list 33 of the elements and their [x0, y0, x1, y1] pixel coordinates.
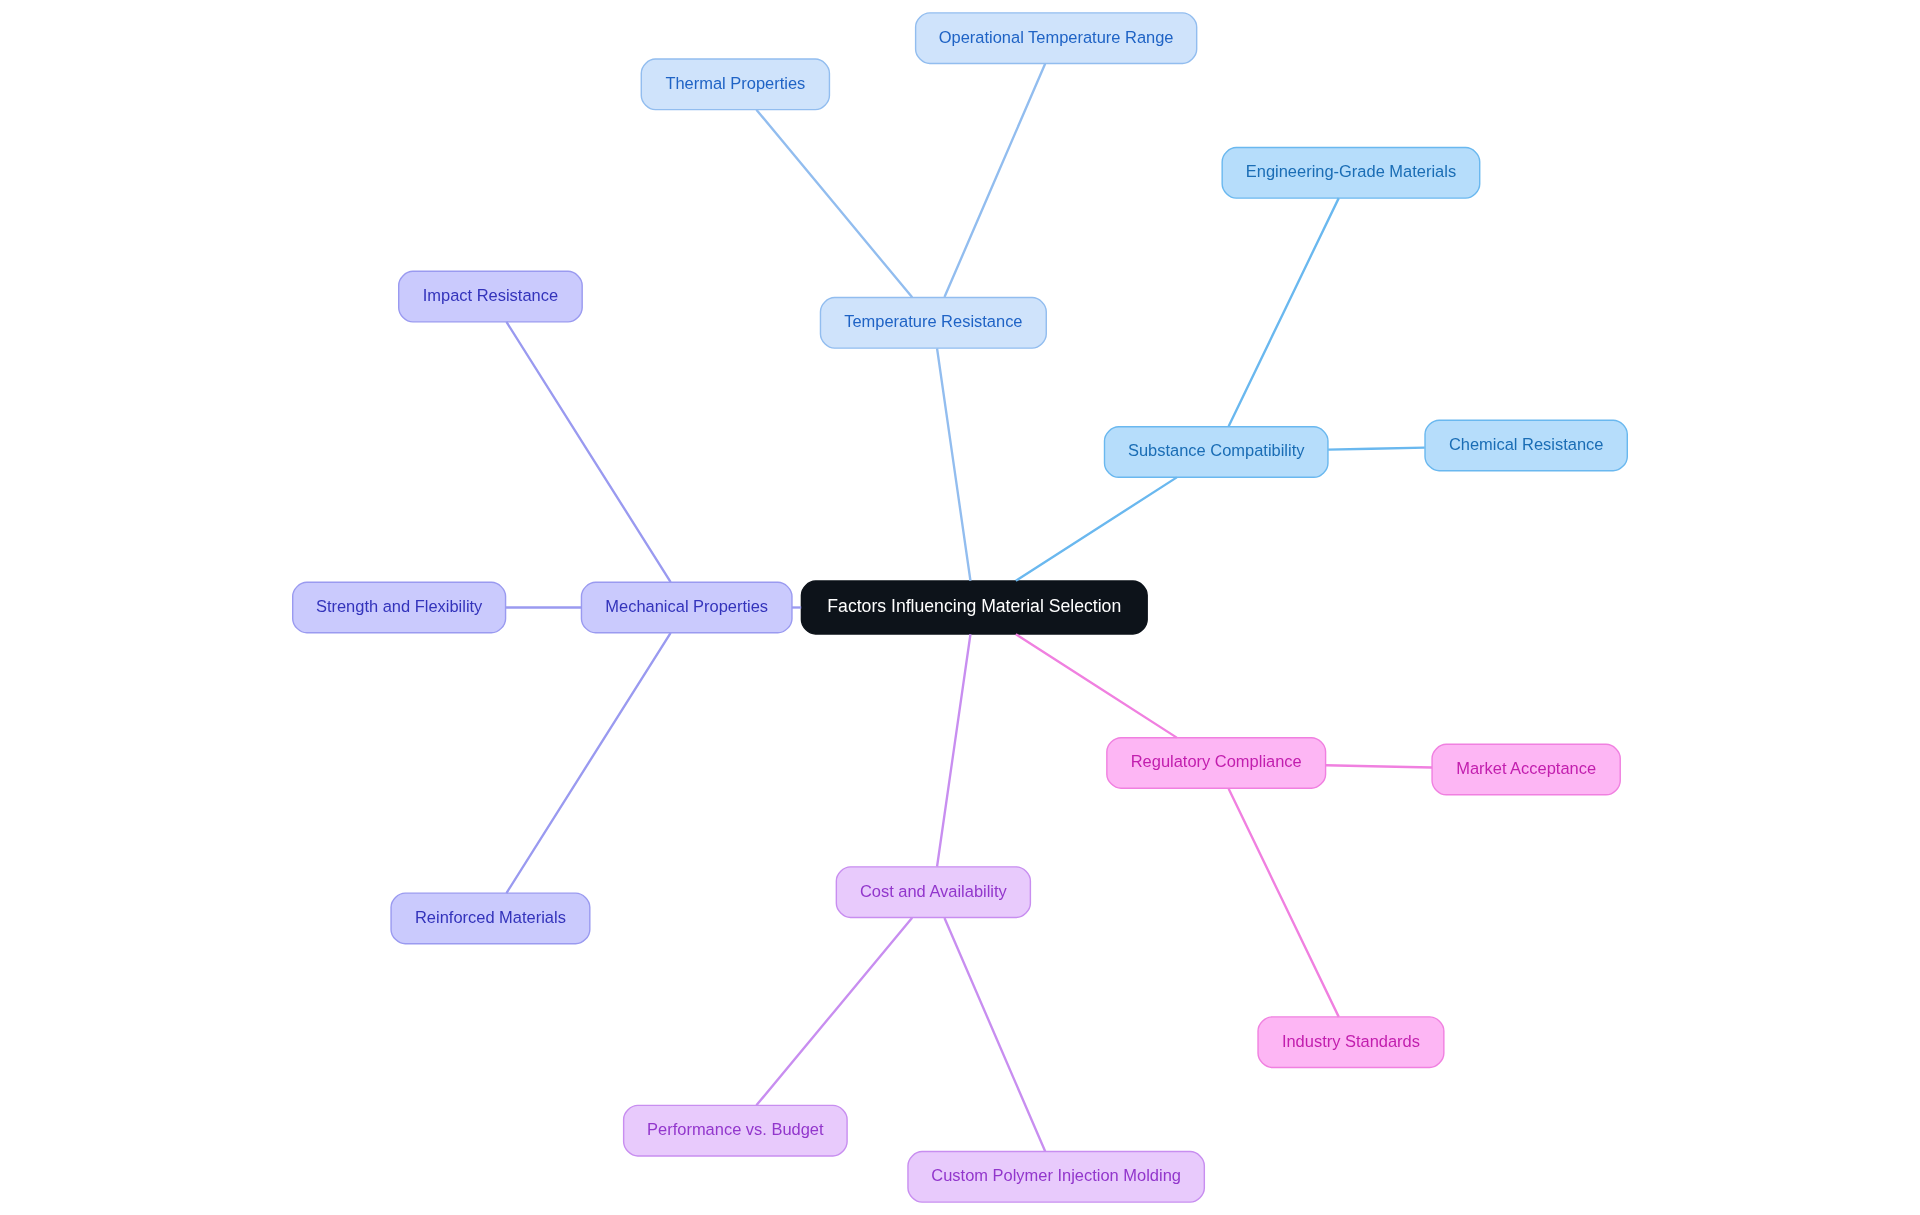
connector [935, 348, 972, 581]
node-box: Reinforced Materials [390, 892, 591, 945]
connector [506, 606, 582, 609]
connector [1227, 788, 1340, 1018]
connector [943, 917, 1047, 1152]
connector [1015, 476, 1178, 582]
connector [943, 63, 1047, 298]
connector [1325, 764, 1433, 769]
connector [1227, 197, 1340, 427]
node-box: Engineering-Grade Materials [1221, 146, 1481, 199]
connector [755, 916, 914, 1107]
node-box: Thermal Properties [640, 58, 831, 111]
node-box: Impact Resistance [398, 270, 583, 323]
node-box: Strength and Flexibility [292, 581, 507, 634]
node-box: Operational Temperature Range [914, 12, 1198, 65]
node-box: Substance Compatibility [1103, 426, 1329, 478]
node-box: Performance vs. Budget [622, 1104, 848, 1157]
node-box: Regulatory Compliance [1106, 737, 1327, 789]
connector [755, 108, 914, 299]
connector [1328, 446, 1425, 451]
node-box: Market Acceptance [1431, 743, 1621, 796]
node-box: Cost and Availability [835, 866, 1032, 919]
node-box: Industry Standards [1257, 1016, 1445, 1069]
connector [505, 632, 672, 894]
connector [505, 321, 672, 583]
node-box: Temperature Resistance [819, 296, 1047, 349]
connector [792, 606, 802, 609]
connector [1015, 633, 1178, 739]
node-box: Factors Influencing Material Selection [800, 580, 1148, 635]
node-box: Chemical Resistance [1424, 419, 1628, 472]
node-box: Mechanical Properties [580, 581, 793, 634]
node-box: Custom Polymer Injection Molding [907, 1150, 1206, 1203]
connector [935, 634, 972, 867]
